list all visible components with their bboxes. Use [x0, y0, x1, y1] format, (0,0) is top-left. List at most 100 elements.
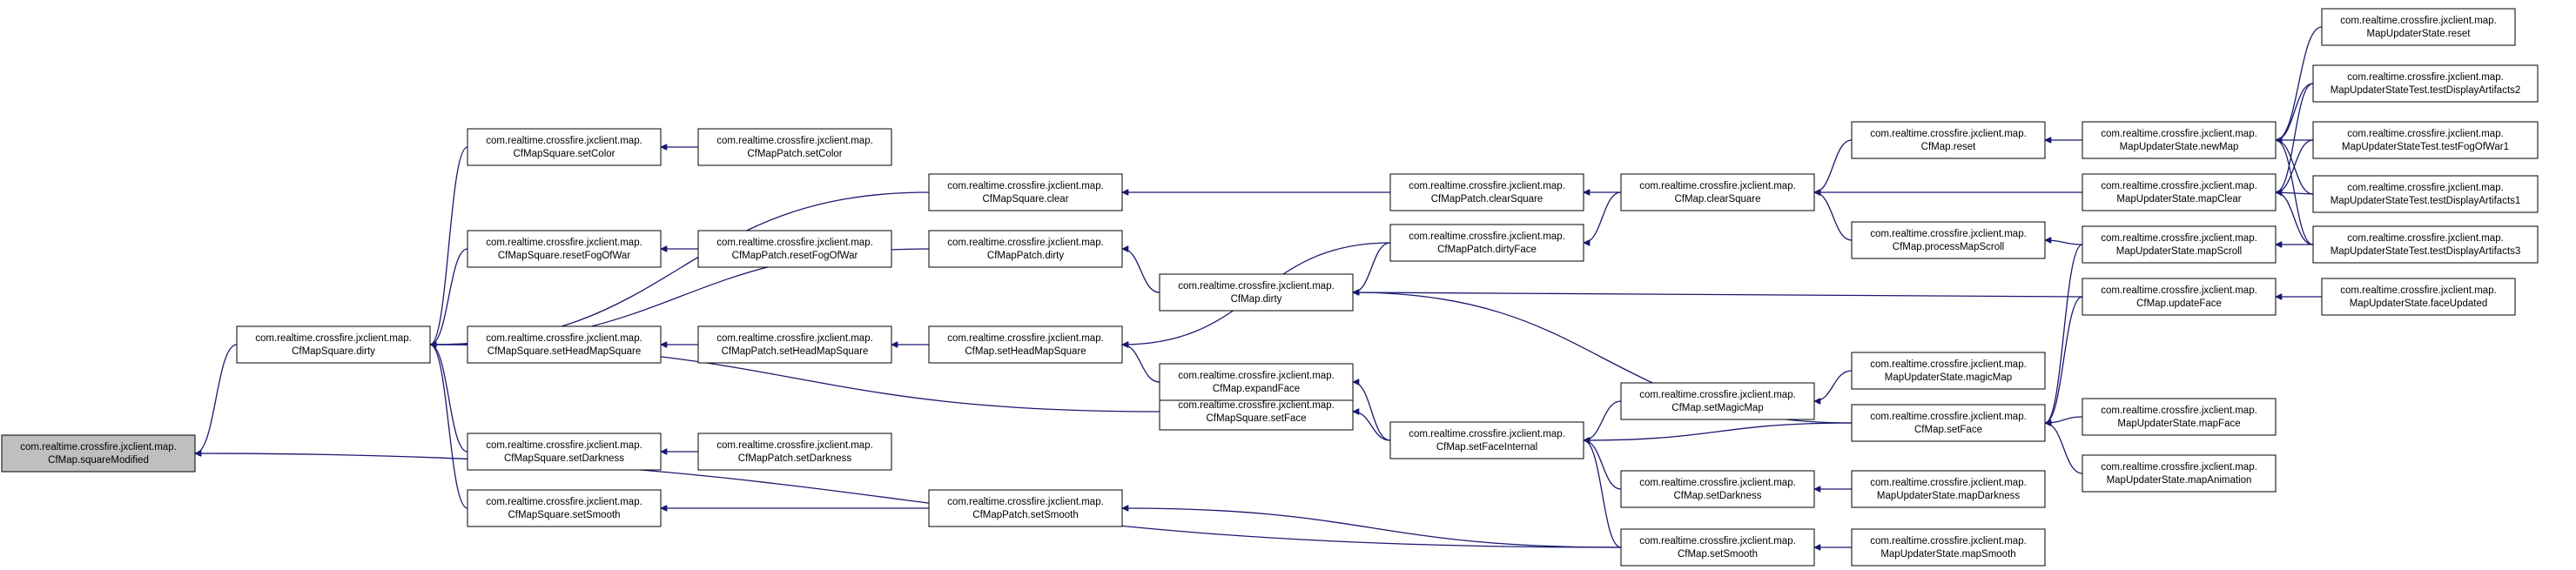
node-box: [1389, 421, 1584, 459]
node-m-setDark[interactable]: com.realtime.crossfire.jxclient.map.CfMa…: [1620, 470, 1815, 508]
node-m-expandFace[interactable]: com.realtime.crossfire.jxclient.map. CfMa…: [1159, 363, 1354, 401]
node-m-setHead[interactable]: com.realtime.crossfire.jxclient.map.CfMa…: [928, 325, 1123, 364]
node-sq-setDark[interactable]: com.realtime.crossfire.jxclient.map.CfMa…: [467, 433, 662, 471]
node-box: [467, 325, 662, 364]
node-label-package: com.realtime.crossfire.jxclient.map.: [1870, 536, 2027, 547]
node-m-dirty[interactable]: com.realtime.crossfire.jxclient.map.CfMa…: [1159, 273, 1354, 312]
node-m-clearSq[interactable]: com.realtime.crossfire.jxclient.map.CfMa…: [1620, 173, 1815, 211]
node-root[interactable]: com.realtime.crossfire.jxclient.map. CfMa…: [1, 434, 196, 473]
node-mus-magicMap[interactable]: com.realtime.crossfire.jxclient.map.MapU…: [1851, 352, 2046, 390]
node-t-fog1[interactable]: com.realtime.crossfire.jxclient.map.MapU…: [2312, 121, 2539, 159]
node-label-method: CfMapSquare.setSmooth: [508, 510, 620, 520]
node-pa-setDark[interactable]: com.realtime.crossfire.jxclient.map.CfMa…: [697, 433, 892, 471]
edge-t-art3-to-mus-newMap: [2276, 140, 2314, 245]
node-label-package: com.realtime.crossfire.jxclient.map.: [2347, 72, 2504, 83]
node-label-package: com.realtime.crossfire.jxclient.map.: [486, 136, 642, 146]
edge-m-setDark-to-m-setFaceInt: [1584, 440, 1622, 490]
node-mus-mapDark[interactable]: com.realtime.crossfire.jxclient.map.MapU…: [1851, 470, 2046, 508]
node-label-method: CfMapPatch.dirty: [987, 251, 1064, 261]
node-box: [697, 433, 892, 471]
node-label-package: com.realtime.crossfire.jxclient.map.: [2347, 183, 2504, 193]
node-label-method: CfMapPatch.dirtyFace: [1437, 245, 1537, 255]
node-m-updateFace[interactable]: com.realtime.crossfire.jxclient.map.CfMa…: [2082, 278, 2277, 316]
node-m-procScroll[interactable]: com.realtime.crossfire.jxclient.map.CfMa…: [1851, 221, 2046, 259]
node-label-method: CfMap.processMapScroll: [1893, 242, 2004, 252]
node-pa-dirtyFace[interactable]: com.realtime.crossfire.jxclient.map.CfMa…: [1389, 224, 1584, 262]
node-label-method: CfMap.updateFace: [2136, 298, 2222, 309]
node-box: [2321, 8, 2516, 46]
node-label-method: CfMapPatch.setSmooth: [972, 510, 1078, 520]
edge-sq-setSmooth-to-sq-dirty: [430, 345, 468, 509]
node-label-package: com.realtime.crossfire.jxclient.map.: [947, 238, 1104, 248]
edge-m-procScroll-to-m-clearSq: [1814, 192, 1853, 241]
node-pa-setColor[interactable]: com.realtime.crossfire.jxclient.map.CfMa…: [697, 128, 892, 166]
node-label-package: com.realtime.crossfire.jxclient.map.: [2347, 129, 2504, 139]
node-mus-reset[interactable]: com.realtime.crossfire.jxclient.map.MapU…: [2321, 8, 2516, 46]
node-label-package: com.realtime.crossfire.jxclient.map.: [2101, 406, 2257, 416]
node-label-package: com.realtime.crossfire.jxclient.map.: [1639, 478, 1796, 488]
node-pa-dirty[interactable]: com.realtime.crossfire.jxclient.map. CfMa…: [928, 230, 1123, 268]
edge-t-art2-to-mus-mapClear: [2276, 83, 2314, 192]
node-mus-faceUpd[interactable]: com.realtime.crossfire.jxclient.map.MapU…: [2321, 278, 2516, 316]
edge-sq-dirty-to-root: [195, 344, 238, 453]
node-label-package: com.realtime.crossfire.jxclient.map.: [486, 333, 642, 344]
node-label-package: com.realtime.crossfire.jxclient.map.: [20, 442, 177, 453]
node-label-package: com.realtime.crossfire.jxclient.map.: [1409, 429, 1565, 439]
node-label-method: MapUpdaterState.mapScroll: [2116, 246, 2242, 257]
node-mus-mapFace[interactable]: com.realtime.crossfire.jxclient.map.MapU…: [2082, 398, 2277, 436]
node-box: [697, 230, 892, 268]
node-label-method: CfMap.squareModified: [48, 455, 149, 466]
node-pa-clearSq[interactable]: com.realtime.crossfire.jxclient.map.CfMa…: [1389, 173, 1584, 211]
node-sq-clear[interactable]: com.realtime.crossfire.jxclient.map.CfMa…: [928, 173, 1123, 211]
node-box: [1620, 173, 1815, 211]
node-pa-setHead[interactable]: com.realtime.crossfire.jxclient.map.CfMa…: [697, 325, 892, 364]
node-mus-mapSmooth[interactable]: com.realtime.crossfire.jxclient.map. MapU…: [1851, 528, 2046, 567]
node-m-reset[interactable]: com.realtime.crossfire.jxclient.map.CfMa…: [1851, 121, 2046, 159]
edge-mus-mapScroll-to-m-setFace: [2045, 244, 2083, 423]
node-mus-mapScroll[interactable]: com.realtime.crossfire.jxclient.map.MapU…: [2082, 225, 2277, 264]
node-box: [928, 325, 1123, 364]
node-label-package: com.realtime.crossfire.jxclient.map.: [1178, 371, 1335, 381]
node-label-method: CfMap.reset: [1921, 142, 1976, 152]
node-label-method: CfMap.clearSquare: [1674, 194, 1760, 205]
node-box: [1, 434, 196, 473]
node-label-method: CfMap.expandFace: [1213, 384, 1300, 394]
edge-t-art3-to-mus-mapClear: [2276, 192, 2314, 245]
node-m-setFaceInt[interactable]: com.realtime.crossfire.jxclient.map.CfMa…: [1389, 421, 1584, 459]
nodes: com.realtime.crossfire.jxclient.map. CfMa…: [1, 8, 2539, 567]
node-mus-newMap[interactable]: com.realtime.crossfire.jxclient.map.MapU…: [2082, 121, 2277, 159]
node-label-method: MapUpdaterState.mapClear: [2116, 194, 2241, 205]
node-m-setMagic[interactable]: com.realtime.crossfire.jxclient.map.CfMa…: [1620, 382, 1815, 420]
node-label-method: CfMapPatch.setColor: [747, 149, 842, 159]
node-box: [928, 230, 1123, 268]
node-mus-mapAnim[interactable]: com.realtime.crossfire.jxclient.map.MapU…: [2082, 454, 2277, 493]
edge-m-setFaceInt-to-m-expandFace: [1353, 382, 1391, 441]
node-m-setFace[interactable]: com.realtime.crossfire.jxclient.map.CfMa…: [1851, 404, 2046, 442]
node-m-setSmooth[interactable]: com.realtime.crossfire.jxclient.map.CfMa…: [1620, 528, 1815, 567]
node-pa-resetFog[interactable]: com.realtime.crossfire.jxclient.map.CfMa…: [697, 230, 892, 268]
node-label-package: com.realtime.crossfire.jxclient.map.: [1178, 400, 1335, 411]
node-label-package: com.realtime.crossfire.jxclient.map.: [716, 333, 873, 344]
edge-m-setMagic-to-m-setFaceInt: [1584, 400, 1622, 440]
node-sq-setColor[interactable]: com.realtime.crossfire.jxclient.map.CfMa…: [467, 128, 662, 166]
node-box: [928, 489, 1123, 527]
node-t-art3[interactable]: com.realtime.crossfire.jxclient.map.MapU…: [2312, 225, 2539, 264]
node-t-art1[interactable]: com.realtime.crossfire.jxclient.map.MapU…: [2312, 175, 2539, 213]
node-box: [1159, 273, 1354, 312]
node-box: [1620, 528, 1815, 567]
node-sq-resetFog[interactable]: com.realtime.crossfire.jxclient.map.CfMa…: [467, 230, 662, 268]
node-sq-setSmooth[interactable]: com.realtime.crossfire.jxclient.map.CfMa…: [467, 489, 662, 527]
node-mus-mapClear[interactable]: com.realtime.crossfire.jxclient.map.MapU…: [2082, 173, 2277, 211]
node-label-method: MapUpdaterState.mapSmooth: [1880, 549, 2015, 560]
node-pa-setSmooth[interactable]: com.realtime.crossfire.jxclient.map.CfMa…: [928, 489, 1123, 527]
node-box: [2312, 64, 2539, 103]
node-label-package: com.realtime.crossfire.jxclient.map.: [1870, 412, 2027, 422]
node-box: [1851, 528, 2046, 567]
node-sq-dirty[interactable]: com.realtime.crossfire.jxclient.map.CfMa…: [236, 325, 431, 364]
edge-m-clearSq-to-pa-dirtyFace: [1584, 191, 1622, 243]
node-sq-setHead[interactable]: com.realtime.crossfire.jxclient.map.CfMa…: [467, 325, 662, 364]
node-t-art2[interactable]: com.realtime.crossfire.jxclient.map.MapU…: [2312, 64, 2539, 103]
node-box: [1159, 363, 1354, 401]
node-label-method: CfMap.setMagicMap: [1671, 403, 1763, 413]
